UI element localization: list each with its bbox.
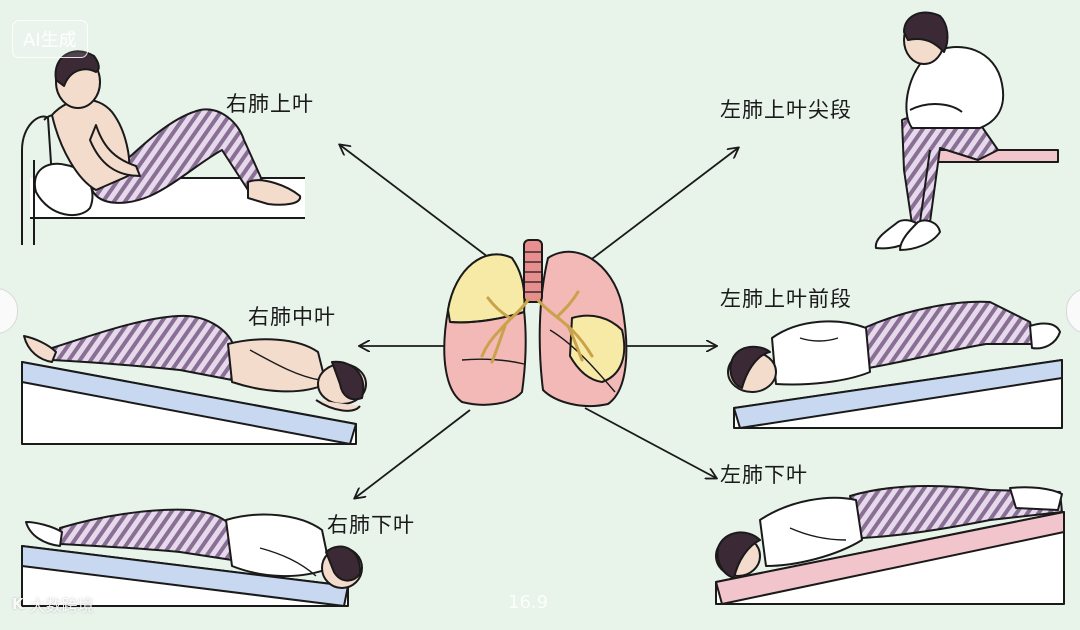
- label-right-upper-lobe: 右肺上叶: [226, 92, 314, 116]
- hair: [54, 50, 100, 87]
- hair: [325, 545, 362, 582]
- arrow-left-upper-apical: [579, 148, 738, 269]
- watermark: K 大数跨境: [12, 592, 94, 616]
- label-left-lower-lobe: 左肺下叶: [720, 463, 808, 487]
- position-left-upper-apical: [874, 11, 1059, 251]
- torso: [771, 320, 871, 386]
- hair: [331, 360, 365, 401]
- bronchi: [480, 290, 594, 364]
- pants: [51, 314, 235, 381]
- position-right-middle-lobe: [21, 314, 367, 445]
- label-right-lower-lobe: 右肺下叶: [327, 513, 415, 537]
- pants: [59, 508, 237, 561]
- pants: [849, 485, 1063, 539]
- torso: [227, 338, 327, 393]
- arrow-left-lower: [584, 407, 716, 478]
- right-upper-lobe-highlight: [447, 253, 526, 324]
- torso: [905, 46, 1005, 129]
- arrows: [340, 145, 738, 498]
- trachea: [523, 239, 543, 303]
- position-right-lower-lobe: [21, 508, 363, 607]
- version-mark: 16.9: [508, 592, 549, 613]
- position-left-lower-lobe: [715, 485, 1065, 605]
- torso: [759, 496, 863, 567]
- hair: [716, 531, 761, 579]
- label-left-upper-anterior: 左肺上叶前段: [720, 287, 852, 311]
- left-upper-lobe-highlight: [569, 314, 626, 383]
- label-left-upper-apical: 左肺上叶尖段: [720, 98, 852, 122]
- position-right-upper-lobe: [21, 50, 305, 245]
- watermark-text: 大数跨境: [29, 596, 94, 615]
- ai-generated-badge: AI生成: [12, 20, 88, 58]
- torso: [225, 513, 331, 578]
- arrow-right-upper: [340, 145, 493, 261]
- label-right-middle-lobe: 右肺中叶: [248, 305, 336, 329]
- arrow-right-lower: [355, 409, 471, 498]
- position-left-upper-anterior: [727, 300, 1063, 429]
- lungs-illustration: [443, 239, 628, 408]
- hair: [903, 11, 949, 53]
- pants: [901, 114, 999, 225]
- watermark-logo: K: [12, 595, 24, 613]
- pants: [863, 300, 1037, 369]
- hair: [729, 345, 771, 389]
